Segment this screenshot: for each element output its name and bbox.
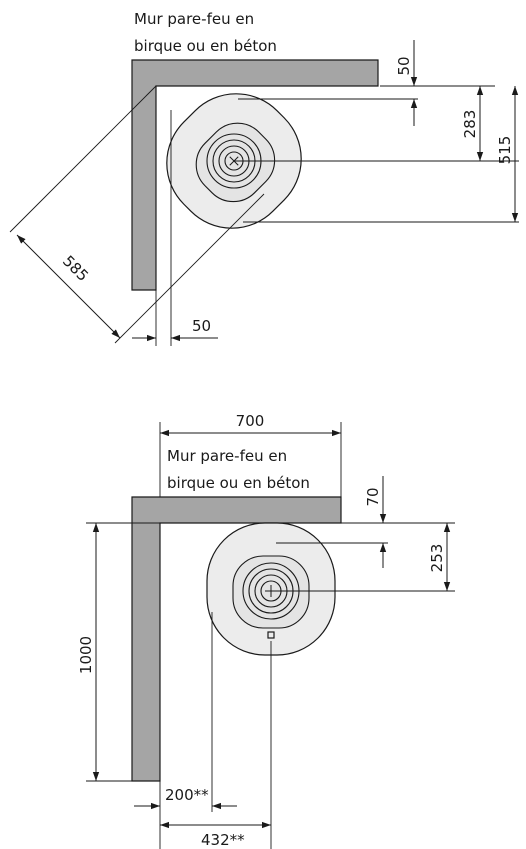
straight-dim-height: 1000 [77,636,95,674]
corner-dim-diagonal: 585 [59,252,92,285]
corner-dim-center-front: 283 [461,110,479,139]
corner-dim-total-depth: 515 [496,136,514,165]
corner-wall-label-line1: Mur pare-feu en [134,10,254,28]
corner-installation-diagram: Mur pare-feu en birque ou en béton 50 28… [9,10,519,346]
straight-wall-label-line2: birque ou en béton [167,474,310,492]
corner-wall-label-line2: birque ou en béton [134,37,277,55]
corner-dim-wall-gap: 50 [395,56,413,75]
corner-dim-side-gap: 50 [192,317,211,335]
straight-installation-diagram: 700 Mur pare-feu en birque ou en béton 7… [77,412,455,849]
straight-dim-width: 700 [236,412,265,430]
straight-dim-center-front: 253 [428,544,446,573]
straight-dim-side-gap: 200** [165,786,209,804]
straight-stove [206,522,336,656]
straight-wall-label-line1: Mur pare-feu en [167,447,287,465]
straight-dim-wall-gap: 70 [364,487,382,506]
straight-dim-center-side: 432** [201,831,245,849]
